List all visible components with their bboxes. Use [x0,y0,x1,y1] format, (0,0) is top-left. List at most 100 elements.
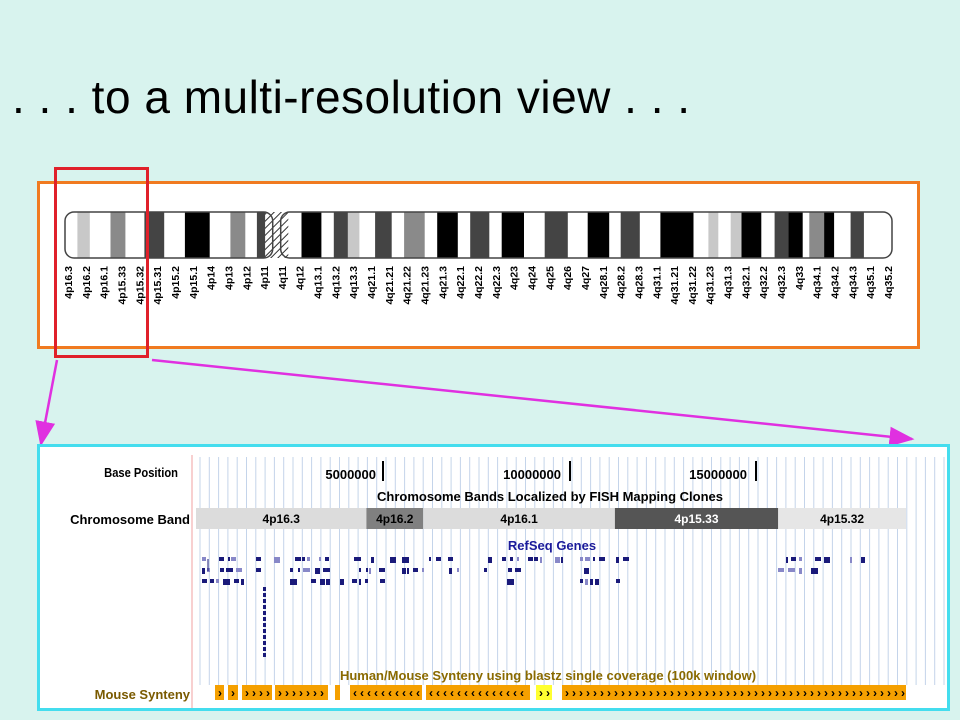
synteny-chevron: › [600,686,604,700]
ideogram-band-label: 4q26 [562,266,574,290]
gene-exon [824,557,830,563]
gene-exon [311,579,316,583]
synteny-chevron: › [628,686,632,700]
ideogram-band [470,212,490,258]
ideogram-band-label: 4q34.2 [830,266,842,299]
synteny-block [562,685,906,700]
gene-exon [488,557,492,563]
synteny-chevron: › [579,686,583,700]
genome-browser-view: Base Position Chromosome Band Mouse Synt… [70,455,945,708]
synteny-block [536,685,552,700]
gene-exon [263,653,266,657]
gene-exon [799,568,802,574]
synteny-chevron: › [285,686,289,700]
gene-exon [528,557,533,561]
gene-exon [366,568,368,572]
ideogram-band-label: 4q32.1 [740,266,752,299]
gene-exon [295,557,301,561]
gene-exon [354,557,361,561]
synteny-chevron: › [866,686,870,700]
gene-exon [534,557,538,561]
gene-exon [320,579,325,585]
gene-exon [302,557,305,561]
synteny-chevron: ‹ [402,686,406,700]
gene-exon [457,568,459,572]
synteny-chevron: › [252,686,256,700]
ideogram-band [544,212,569,258]
gene-exon [448,557,453,561]
gene-exon [510,557,513,561]
synteny-chevron: › [292,686,296,700]
ideogram-band-label: 4q28.2 [616,266,628,299]
ideogram-band [761,212,775,258]
ideogram-band [321,212,335,258]
ideogram-band-label: 4p14 [206,266,218,290]
ideogram-band [863,212,893,258]
slide-title: . . . to a multi-resolution view . . . [12,71,691,123]
synteny-chevron: › [740,686,744,700]
synteny-chevron: › [796,686,800,700]
synteny-chevron: › [614,686,618,700]
ideogram-band-label: 4q21.1 [366,266,378,299]
synteny-chevron: ‹ [353,686,357,700]
gene-exon [202,568,205,574]
ideogram-band [457,212,471,258]
ideogram-band-label: 4q21.22 [402,266,414,305]
gene-exon [623,557,629,561]
synteny-chevron: ‹ [443,686,447,700]
gene-exon [263,623,266,627]
ideogram-band-label: 4q22.2 [473,266,485,299]
synteny-chevron: › [803,686,807,700]
synteny-chevron: › [691,686,695,700]
synteny-chevron: ‹ [492,686,496,700]
gene-exon [599,557,605,561]
synteny-block [242,685,272,700]
ideogram-band [359,212,376,258]
synteny-chevron: › [278,686,282,700]
gene-exon [326,579,330,585]
zoom-arrow-left [35,359,59,447]
synteny-chevron: › [642,686,646,700]
ideogram-band-label: 4q32.3 [776,266,788,299]
synteny-chevron: › [852,686,856,700]
ideogram-band [501,212,525,258]
ideogram-band [333,212,349,258]
synteny-chevron: › [887,686,891,700]
synteny-block [335,685,340,700]
ideogram-band [144,212,165,258]
ideogram-band [809,212,825,258]
ideogram-band [77,212,91,258]
ideogram-band-label: 4q13.3 [348,266,360,299]
gene-exon [241,579,244,585]
ideogram-band-label: 4q35.1 [865,266,877,299]
gene-exon [590,579,593,585]
synteny-chevron: › [593,686,597,700]
synteny-chevron: › [698,686,702,700]
fish-track-title: Chromosome Bands Localized by FISH Mappi… [377,489,723,504]
gene-exon [220,568,224,572]
ideogram-band [850,212,865,258]
gene-exon [778,568,784,572]
gene-exon [422,568,424,572]
gene-exon [436,557,441,561]
synteny-chevron: › [670,686,674,700]
ideogram-band-label: 4q25 [544,266,556,290]
base-ruler: 5000000 10000000 15000000 [325,461,757,482]
ideogram-band-label: 4q21.3 [437,266,449,299]
synteny-chevron: › [894,686,898,700]
ideogram-band [230,212,246,258]
synteny-chevron: › [782,686,786,700]
gene-exon [315,568,320,574]
gene-exon [340,579,344,585]
ideogram-band [65,212,78,258]
synteny-chevron: ‹ [374,686,378,700]
synteny-chevron: ‹ [513,686,517,700]
mouse-synteny-label: Mouse Synteny [95,687,191,702]
synteny-chevron: ‹ [450,686,454,700]
synteny-chevron: › [831,686,835,700]
gene-exon [352,579,357,583]
synteny-chevron: ‹ [464,686,468,700]
synteny-chevron: ‹ [499,686,503,700]
gene-exon [290,568,293,572]
gene-exon [359,579,361,585]
